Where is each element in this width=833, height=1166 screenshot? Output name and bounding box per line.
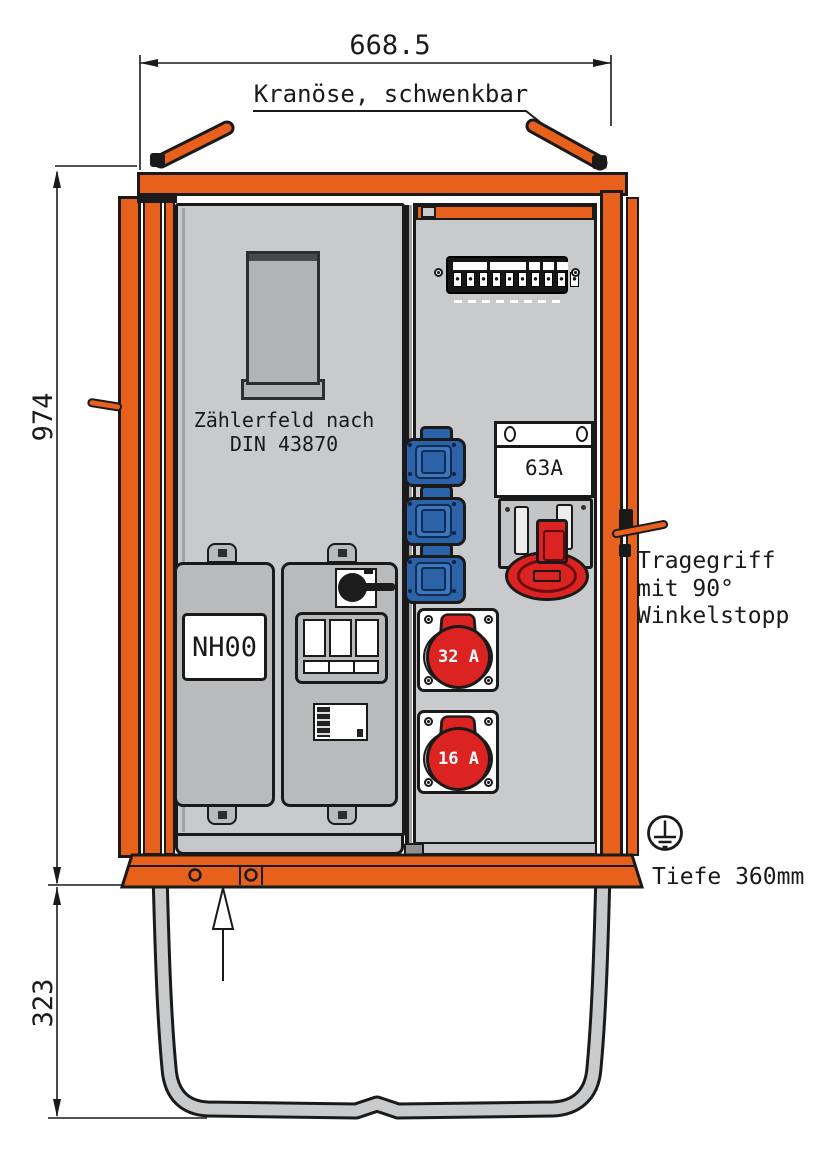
dimension-width-value: 668.5 bbox=[349, 30, 431, 61]
depth-note: Tiefe 360mm bbox=[652, 864, 805, 890]
breaker-63a-label: 63A bbox=[525, 456, 563, 480]
schuko-socket-3 bbox=[404, 543, 466, 604]
dimension-height bbox=[48, 165, 137, 886]
socket-screw bbox=[484, 676, 493, 685]
door-hinge-2 bbox=[619, 544, 631, 557]
handle-note-line3: Winkelstopp bbox=[637, 603, 790, 629]
left-door-edge bbox=[118, 196, 141, 858]
rotary-switch-lever bbox=[351, 583, 395, 591]
handle-note-line2: mit 90° bbox=[637, 576, 734, 602]
plate-screw-slot bbox=[576, 426, 588, 442]
crane-eye-right-icon bbox=[525, 118, 608, 171]
cee-32a-face: 32 A bbox=[426, 625, 491, 689]
crane-eye-leader-line bbox=[253, 110, 541, 123]
cee-32a-label: 32 A bbox=[438, 647, 479, 667]
socket-screw bbox=[424, 778, 433, 787]
cee-63a-latch bbox=[536, 519, 568, 564]
meter-field-label-line1: Zählerfeld nach bbox=[193, 408, 375, 432]
crane-eye-left-icon bbox=[150, 120, 235, 169]
auxiliary-device bbox=[317, 707, 330, 737]
socket-screw bbox=[424, 615, 433, 624]
handle-note-line1: Tragegriff bbox=[637, 548, 776, 574]
dimension-height-value: 974 bbox=[27, 392, 59, 442]
socket-screw bbox=[505, 507, 510, 512]
fuse-rail bbox=[303, 660, 379, 674]
cee-63a-hinge-arm bbox=[514, 506, 529, 555]
mount-tab bbox=[327, 543, 357, 563]
panel-screw bbox=[571, 268, 580, 277]
nh00-panel bbox=[174, 562, 275, 807]
schuko-socket-1 bbox=[404, 426, 466, 487]
mcb-row bbox=[446, 256, 579, 303]
crane-eye-label: Kranöse, schwenkbar bbox=[253, 80, 529, 108]
cee-16a-face: 16 A bbox=[426, 727, 491, 791]
auxiliary-terminal bbox=[357, 729, 363, 737]
cee-16a-label: 16 A bbox=[438, 749, 479, 769]
cee-63a-slot bbox=[533, 570, 561, 582]
meter-window bbox=[246, 251, 320, 385]
fuse-module bbox=[355, 619, 379, 657]
dimension-width bbox=[139, 55, 612, 170]
panel-screw bbox=[434, 268, 443, 277]
meter-field-label-line2: DIN 43870 bbox=[229, 432, 339, 456]
cabinet-top-bar bbox=[137, 172, 628, 196]
fuse-module bbox=[329, 619, 352, 657]
up-arrow-icon bbox=[211, 887, 235, 981]
switch-panel bbox=[281, 562, 398, 807]
plate-divider-line bbox=[496, 445, 592, 448]
left-door-inner-line bbox=[182, 208, 185, 832]
socket-screw bbox=[484, 615, 493, 624]
socket-screw bbox=[424, 676, 433, 685]
socket-screw bbox=[581, 505, 586, 510]
panel-latch bbox=[421, 206, 436, 218]
dimension-stand-height bbox=[48, 887, 207, 1119]
plate-screw-slot bbox=[504, 426, 516, 442]
nh00-label: NH00 bbox=[191, 631, 258, 663]
socket-screw bbox=[484, 778, 493, 787]
right-panel-top-strip bbox=[416, 205, 594, 220]
base-plate bbox=[119, 853, 645, 889]
socket-screw bbox=[484, 717, 493, 726]
rotary-switch-mark bbox=[364, 570, 373, 574]
mcb-toggles bbox=[453, 272, 579, 291]
stand-frame bbox=[151, 871, 612, 1120]
schuko-socket-2 bbox=[404, 485, 466, 546]
dimension-stand-value: 323 bbox=[27, 978, 59, 1028]
socket-screw bbox=[424, 717, 433, 726]
nh00-label-plate: NH00 bbox=[182, 613, 267, 681]
earth-symbol-icon bbox=[647, 815, 683, 851]
fuse-module bbox=[303, 619, 326, 657]
left-frame-top-cap bbox=[137, 196, 177, 203]
